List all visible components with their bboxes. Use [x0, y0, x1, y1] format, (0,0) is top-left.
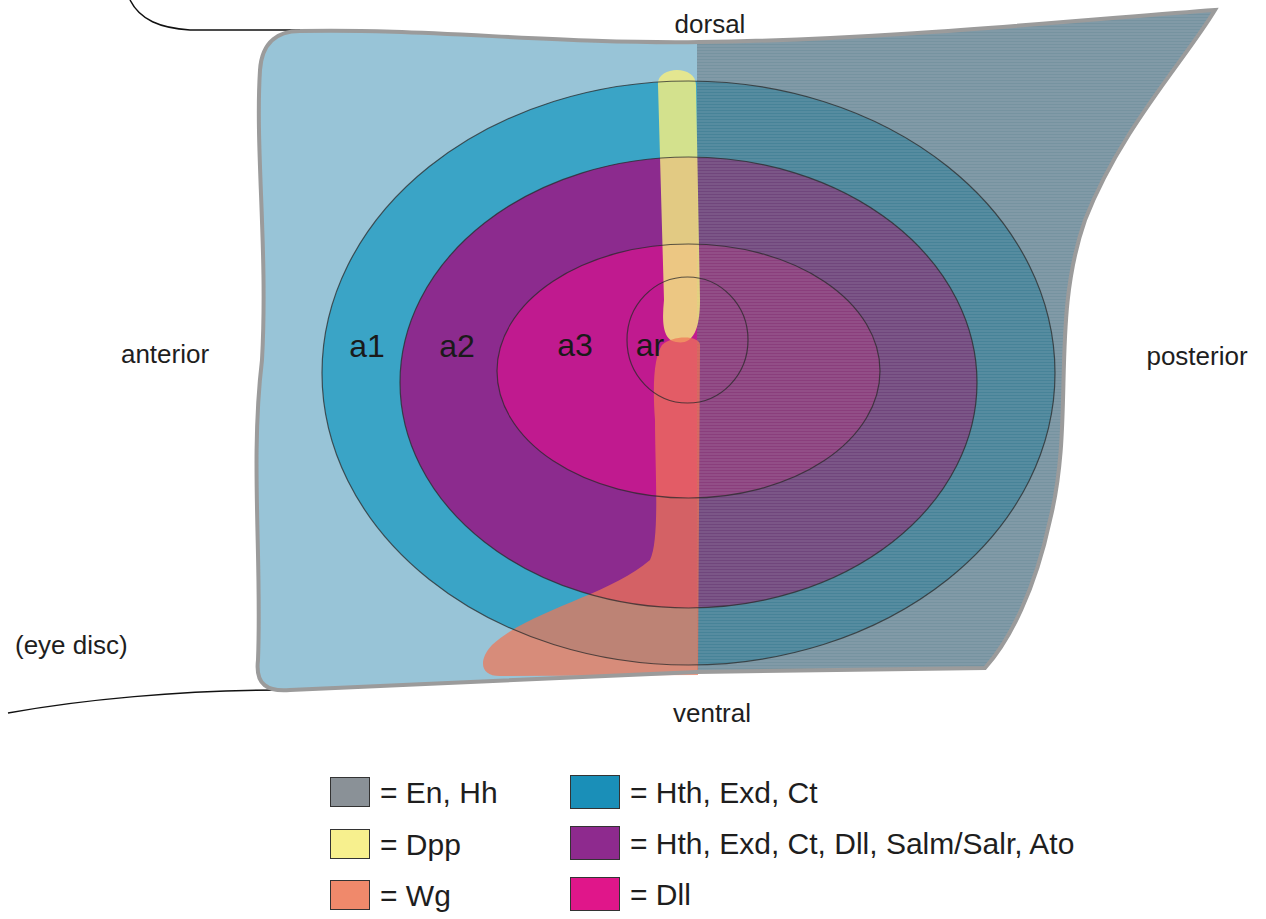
tissue-line	[8, 690, 285, 713]
tissue-label: (eye disc)	[15, 631, 128, 660]
ring-border	[322, 81, 1055, 665]
axis-label: ventral	[673, 699, 751, 728]
legend-text: = En, Hh	[380, 776, 498, 809]
ring-outline	[497, 244, 880, 498]
legend-swatch	[330, 777, 370, 807]
legend-text: = Dpp	[380, 828, 461, 861]
segment-label: a2	[439, 329, 475, 364]
disc-border	[257, 10, 1215, 690]
ring-border	[627, 277, 748, 403]
legend-text: = Wg	[380, 879, 451, 912]
axis-label: posterior	[1146, 342, 1247, 371]
ring-region: a1 a2 a3 ar	[322, 81, 1055, 665]
ring-region: ar	[627, 277, 748, 403]
segment-label: ar	[636, 328, 664, 363]
posterior-texture	[697, 0, 1266, 700]
ring-border	[400, 157, 977, 608]
ring-border	[497, 244, 880, 498]
legend-swatch	[570, 775, 620, 809]
ring-region: a2 a3 ar	[400, 157, 977, 608]
legend-text: = Hth, Exd, Ct, Dll, Salm/Salr, Ato	[630, 827, 1074, 860]
legend-text: = Dll	[630, 878, 691, 911]
ring-region: a3 ar	[497, 244, 880, 498]
legend-text: = Hth, Exd, Ct	[630, 776, 818, 809]
legend-swatch	[570, 877, 620, 911]
ring-outline	[322, 81, 1055, 665]
posterior-compartment	[697, 0, 1266, 700]
axis-label: anterior	[121, 340, 209, 369]
legend-swatch	[330, 829, 370, 859]
dpp-stripe	[658, 70, 700, 343]
axis-label: dorsal	[675, 10, 746, 39]
legend-swatch	[330, 880, 370, 910]
segment-label: a1	[349, 329, 385, 364]
segment-label: a3	[557, 328, 593, 363]
legend-swatch	[570, 826, 620, 860]
wg-stripe	[483, 338, 700, 677]
ring-outline	[400, 157, 977, 608]
tissue-line	[130, 0, 320, 30]
